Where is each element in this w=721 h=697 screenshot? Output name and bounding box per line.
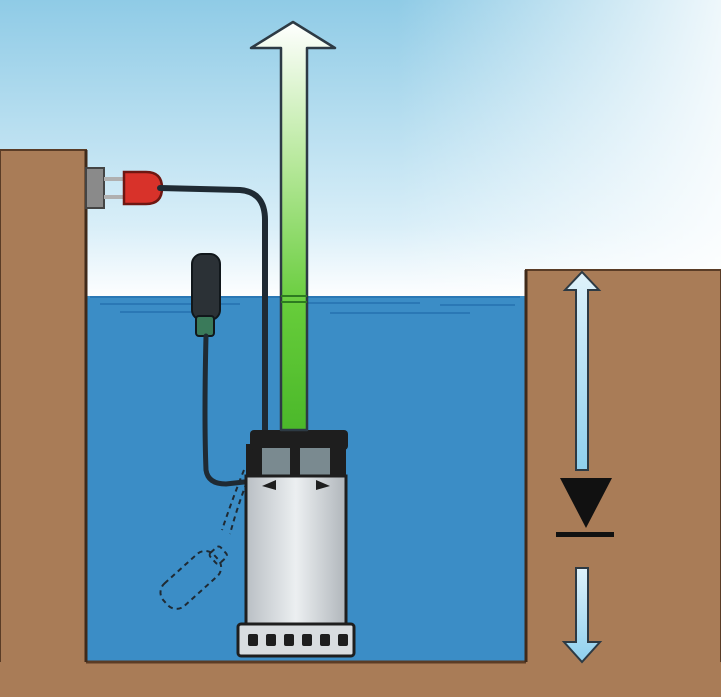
power-cable	[157, 185, 268, 433]
soil-bottom	[0, 662, 721, 697]
float-switch-lowered-icon	[159, 469, 251, 610]
power-outlet-icon	[85, 167, 105, 209]
level-marker-triangle-icon	[556, 478, 614, 537]
pump-body	[236, 430, 356, 658]
sky-haze	[0, 0, 721, 300]
soil-left	[0, 149, 87, 665]
float-switch-icon	[191, 253, 247, 487]
soil-right	[525, 269, 721, 665]
red-plug-icon	[104, 170, 164, 206]
water-level-arrow-icon	[561, 270, 603, 664]
discharge-arrow-icon	[249, 20, 337, 432]
